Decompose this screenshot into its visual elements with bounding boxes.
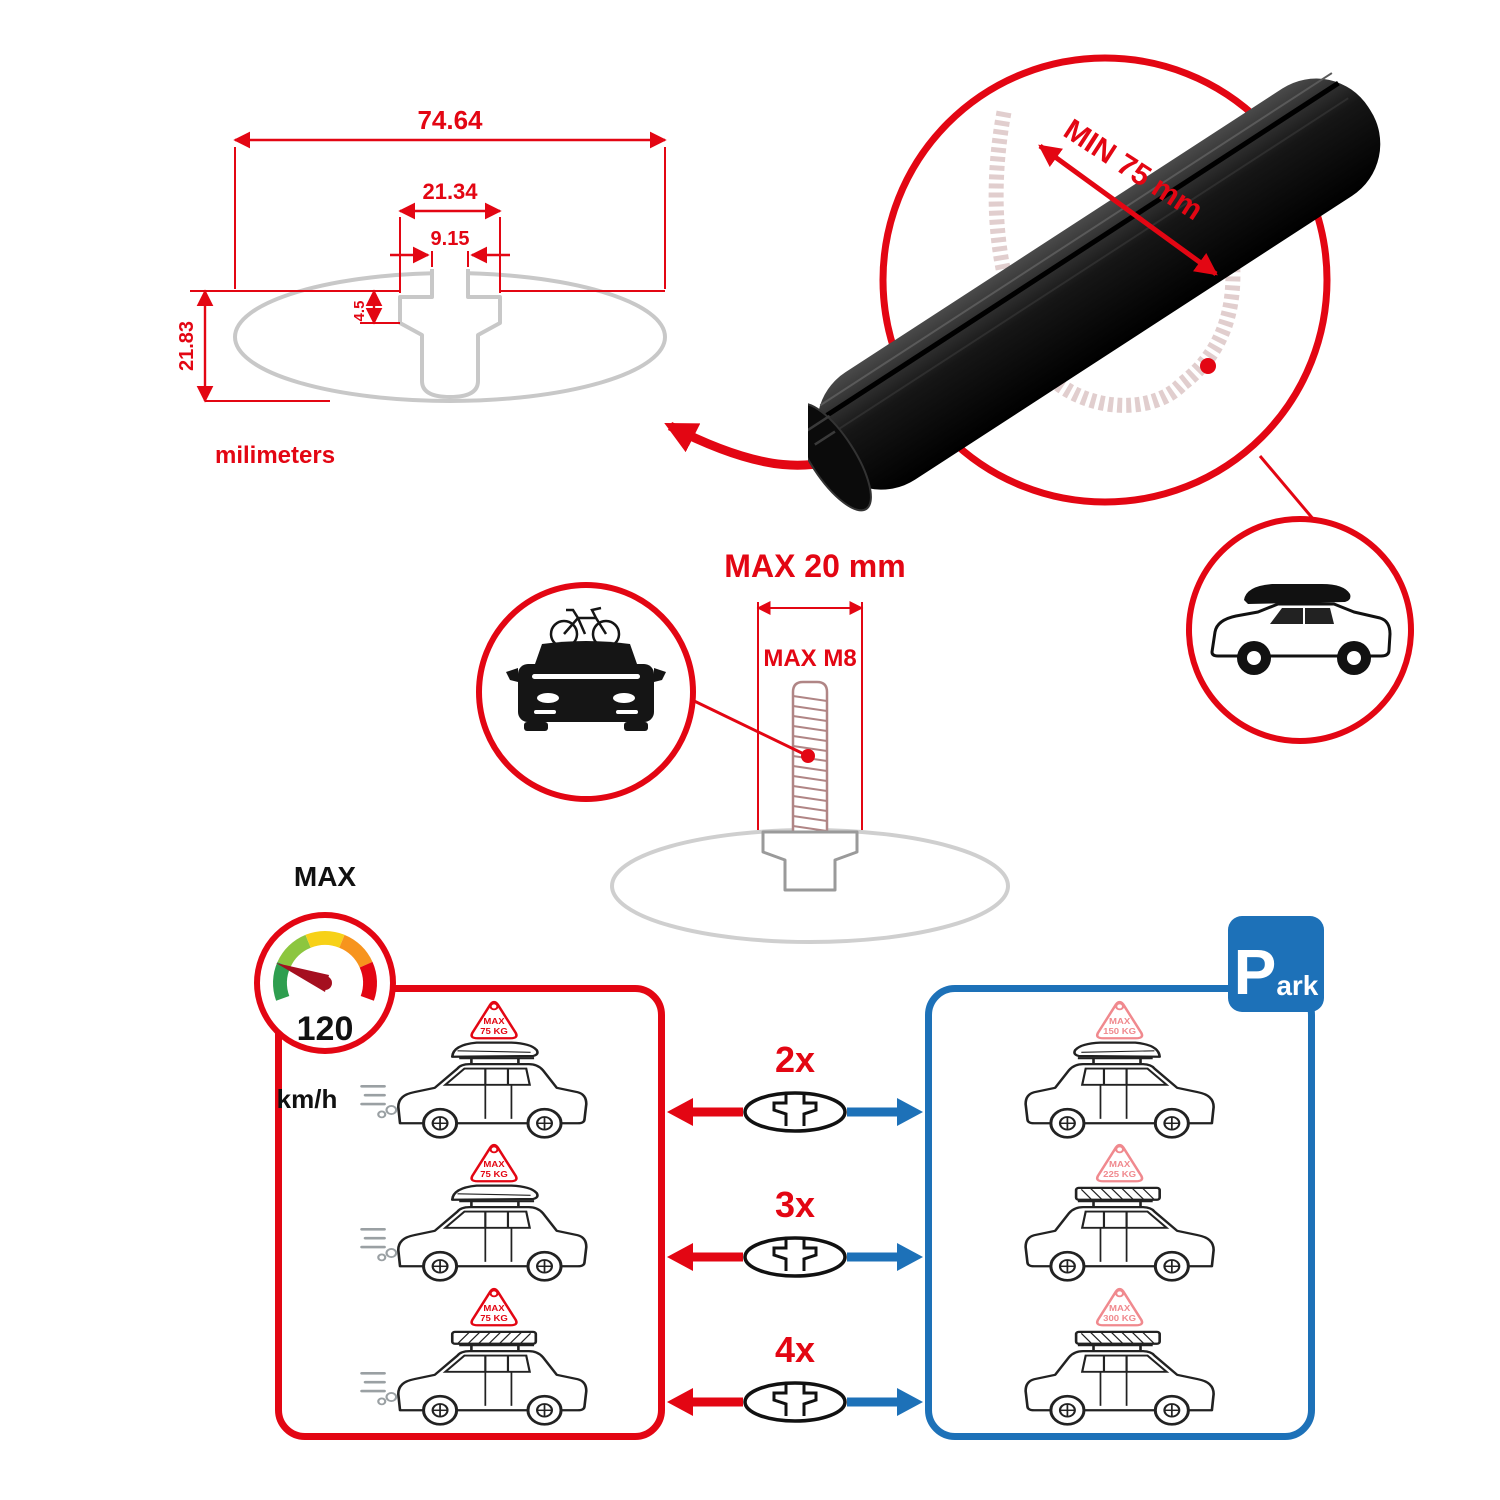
dim-slot-width: 9.15 [431,228,470,250]
callout-dot [801,749,815,763]
right-arrow [897,1243,923,1271]
driving-car-1: MAX 75 KG [360,1000,589,1139]
driving-car-3: MAX 75 KG [360,1287,589,1426]
svg-text:MAX: MAX [1109,1160,1130,1169]
max-load-tag: MAX 75 KG [470,1000,519,1040]
crossbar-profile-icon [743,1091,847,1133]
speed-max-label: MAX [294,861,357,892]
car-front-illustration [506,641,666,731]
multiplier-row-3: 4x [665,1328,925,1446]
park-sign: P ark [1228,916,1324,1012]
park-sign-p: P [1233,936,1277,1009]
driving-car-2: MAX 75 KG [360,1143,589,1282]
left-arrow [667,1388,693,1416]
crossbar-count-icon [667,1236,923,1278]
svg-text:MAX: MAX [484,1160,505,1169]
crossbar-profile-icon [743,1236,847,1278]
multiplier-row-1: 2x [665,1038,925,1156]
bolt-thread-label: MAX M8 [763,645,856,672]
bar-detail-view: MIN 75 mm [808,54,1381,521]
svg-text:MAX: MAX [1109,1016,1130,1025]
multiplier-label: 2x [774,1039,816,1080]
svg-text:75 KG: 75 KG [481,1313,509,1322]
max-load-tag: MAX 300 KG [1096,1287,1144,1327]
svg-text:75 KG: 75 KG [481,1026,509,1035]
suv-illustration [1210,584,1392,675]
gauge-needle [276,963,329,992]
max-load-tag: MAX 75 KG [470,1287,519,1327]
speed-limit-gauge: MAX 120 km/h [254,861,396,1114]
callout-line-suv [1258,455,1316,521]
right-arrow [897,1098,923,1126]
parked-load-panel: MAX 150 KG MAX 225 KG [925,985,1315,1440]
svg-text:225 KG: 225 KG [1104,1169,1137,1178]
max-load-tag: MAX 75 KG [470,1143,519,1183]
left-arrow [667,1098,693,1126]
svg-text:MAX: MAX [1109,1303,1130,1312]
svg-text:75 KG: 75 KG [481,1169,509,1178]
driving-load-panel: MAX 75 KG MAX 75 KG [275,985,665,1440]
bolt-width-label: MAX 20 mm [724,548,906,584]
gauge-arc [273,931,377,1001]
crossbar-count-icon [667,1091,923,1133]
dim-total-height: 21.83 [176,321,198,371]
t-slot-nut [761,830,859,892]
dim-channel-width: 21.34 [422,179,478,204]
dim-total-width: 74.64 [417,105,483,135]
min-width-arrow [1038,143,1218,277]
suv-roofbox-view [1186,516,1414,744]
multiplier-label: 4x [774,1329,816,1370]
parked-car-1: MAX 150 KG [1024,1000,1216,1139]
park-sign-ark: ark [1276,970,1319,1001]
multiplier-label: 3x [774,1184,816,1225]
svg-text:150 KG: 150 KG [1104,1026,1137,1035]
crossbar-count-icon [667,1381,923,1423]
callout-line-bolt [687,696,815,763]
multiplier-row-2: 3x [665,1183,925,1301]
speed-units: km/h [277,1084,338,1114]
ghost-clamp-strap [988,110,1241,413]
roof-cargo-box [1244,584,1351,604]
right-arrow [897,1388,923,1416]
dim-lip-height: 4.5 [351,301,368,322]
car-front-bike-view [476,582,696,802]
svg-text:MAX: MAX [484,1303,505,1312]
parked-car-3: MAX 300 KG [1024,1287,1216,1426]
speed-value: 120 [297,1010,354,1048]
profile-channel [398,269,502,399]
left-arrow [667,1243,693,1271]
parked-car-2: MAX 225 KG [1024,1143,1216,1282]
callout-dot [1200,358,1216,374]
max-load-tag: MAX 150 KG [1096,1000,1144,1040]
crossbar-dimension-diagram: 74.64 21.34 9.15 4.5 21.83 milimeters [176,105,667,469]
crossbar-profile-icon [743,1381,847,1423]
svg-text:300 KG: 300 KG [1104,1313,1137,1322]
max-load-tag: MAX 225 KG [1096,1143,1144,1183]
dim-units-label: milimeters [215,442,335,469]
svg-text:MAX: MAX [484,1016,505,1025]
